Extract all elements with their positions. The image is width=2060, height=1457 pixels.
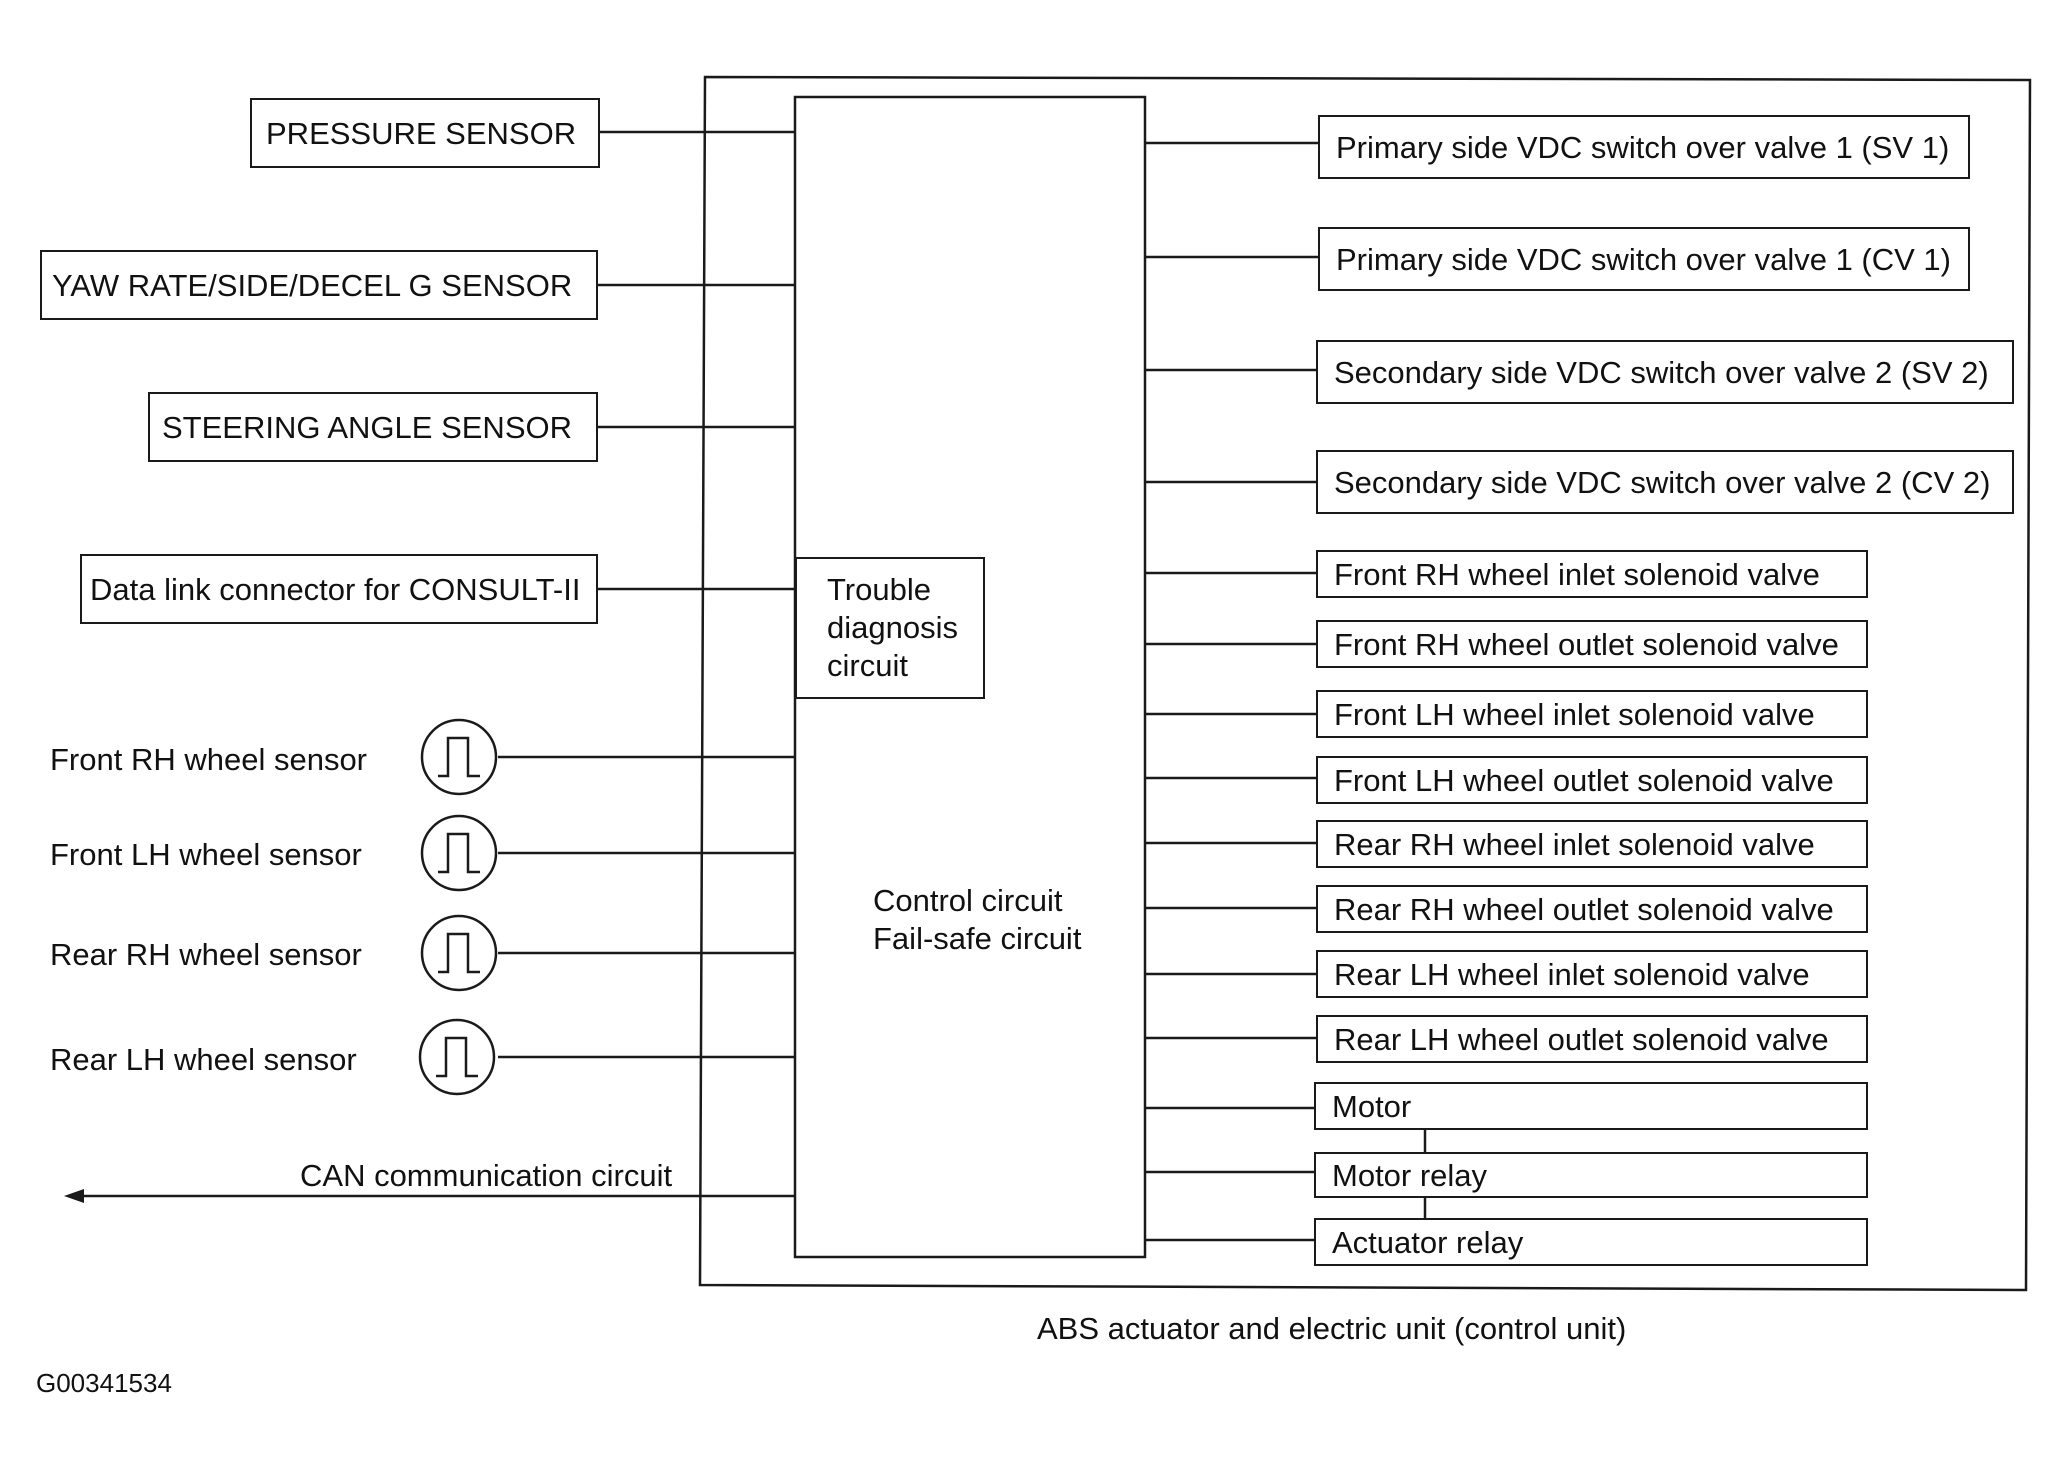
output-label: Front LH wheel outlet solenoid valve — [1334, 762, 1834, 798]
can-communication-label: CAN communication circuit — [300, 1158, 673, 1193]
output-box-cv1: Primary side VDC switch over valve 1 (CV… — [1318, 227, 1970, 291]
output-label: Front RH wheel outlet solenoid valve — [1334, 626, 1839, 662]
unit-caption: ABS actuator and electric unit (control … — [1037, 1311, 1627, 1346]
pulse-sensor-icon — [418, 1018, 496, 1096]
output-label: Rear RH wheel inlet solenoid valve — [1334, 826, 1815, 862]
fail-safe-circuit-label: Fail-safe circuit — [873, 921, 1082, 956]
output-box-sv2: Secondary side VDC switch over valve 2 (… — [1316, 340, 2014, 404]
output-box-motor-relay: Motor relay — [1314, 1152, 1868, 1198]
front-rh-wheel-sensor-label: Front RH wheel sensor — [50, 742, 368, 777]
steering-angle-sensor-label: STEERING ANGLE SENSOR — [162, 409, 572, 445]
data-link-connector-label: Data link connector for CONSULT-II — [90, 571, 581, 607]
front-lh-wheel-sensor-label: Front LH wheel sensor — [50, 837, 362, 872]
output-box-rear-lh-inlet: Rear LH wheel inlet solenoid valve — [1316, 950, 1868, 998]
pulse-sensor-icon — [420, 914, 498, 992]
output-label: Rear LH wheel outlet solenoid valve — [1334, 1021, 1829, 1057]
output-label: Actuator relay — [1332, 1224, 1524, 1260]
output-box-cv2: Secondary side VDC switch over valve 2 (… — [1316, 450, 2014, 514]
output-box-front-rh-outlet: Front RH wheel outlet solenoid valve — [1316, 620, 1868, 668]
pulse-sensor-icon — [420, 814, 498, 892]
trouble-diagnosis-box: Trouble diagnosis circuit — [795, 557, 985, 699]
yaw-rate-sensor-label: YAW RATE/SIDE/DECEL G SENSOR — [52, 267, 573, 303]
data-link-connector-box: Data link connector for CONSULT-II — [80, 554, 598, 624]
output-box-motor: Motor — [1314, 1082, 1868, 1130]
trouble-line-2: diagnosis — [827, 610, 958, 645]
yaw-rate-sensor-box: YAW RATE/SIDE/DECEL G SENSOR — [40, 250, 598, 320]
output-box-front-rh-inlet: Front RH wheel inlet solenoid valve — [1316, 550, 1868, 598]
rear-lh-wheel-sensor-label: Rear LH wheel sensor — [50, 1042, 357, 1077]
output-label: Primary side VDC switch over valve 1 (SV… — [1336, 129, 1950, 165]
output-box-rear-lh-outlet: Rear LH wheel outlet solenoid valve — [1316, 1015, 1868, 1063]
pressure-sensor-box: PRESSURE SENSOR — [250, 98, 600, 168]
rear-rh-wheel-sensor-label: Rear RH wheel sensor — [50, 937, 362, 972]
trouble-line-1: Trouble — [827, 572, 931, 607]
output-box-actuator-relay: Actuator relay — [1314, 1218, 1868, 1266]
pulse-sensor-icon — [420, 718, 498, 796]
abs-unit-boundary — [698, 75, 2032, 1292]
pressure-sensor-label: PRESSURE SENSOR — [266, 115, 577, 151]
trouble-line-3: circuit — [827, 648, 908, 683]
output-label: Secondary side VDC switch over valve 2 (… — [1334, 354, 1989, 390]
output-box-rear-rh-inlet: Rear RH wheel inlet solenoid valve — [1316, 820, 1868, 868]
output-label: Front RH wheel inlet solenoid valve — [1334, 556, 1820, 592]
steering-angle-sensor-box: STEERING ANGLE SENSOR — [148, 392, 598, 462]
output-label: Motor — [1332, 1088, 1412, 1124]
output-label: Rear RH wheel outlet solenoid valve — [1334, 891, 1834, 927]
control-circuit-label: Control circuit — [873, 883, 1063, 918]
output-label: Primary side VDC switch over valve 1 (CV… — [1336, 241, 1951, 277]
figure-id: G00341534 — [36, 1368, 172, 1398]
output-box-front-lh-outlet: Front LH wheel outlet solenoid valve — [1316, 756, 1868, 804]
output-label: Rear LH wheel inlet solenoid valve — [1334, 956, 1810, 992]
output-box-sv1: Primary side VDC switch over valve 1 (SV… — [1318, 115, 1970, 179]
output-box-rear-rh-outlet: Rear RH wheel outlet solenoid valve — [1316, 885, 1868, 933]
output-label: Secondary side VDC switch over valve 2 (… — [1334, 464, 1991, 500]
output-box-front-lh-inlet: Front LH wheel inlet solenoid valve — [1316, 690, 1868, 738]
can-arrow-head — [64, 1189, 84, 1203]
output-label: Motor relay — [1332, 1157, 1488, 1193]
output-label: Front LH wheel inlet solenoid valve — [1334, 696, 1815, 732]
